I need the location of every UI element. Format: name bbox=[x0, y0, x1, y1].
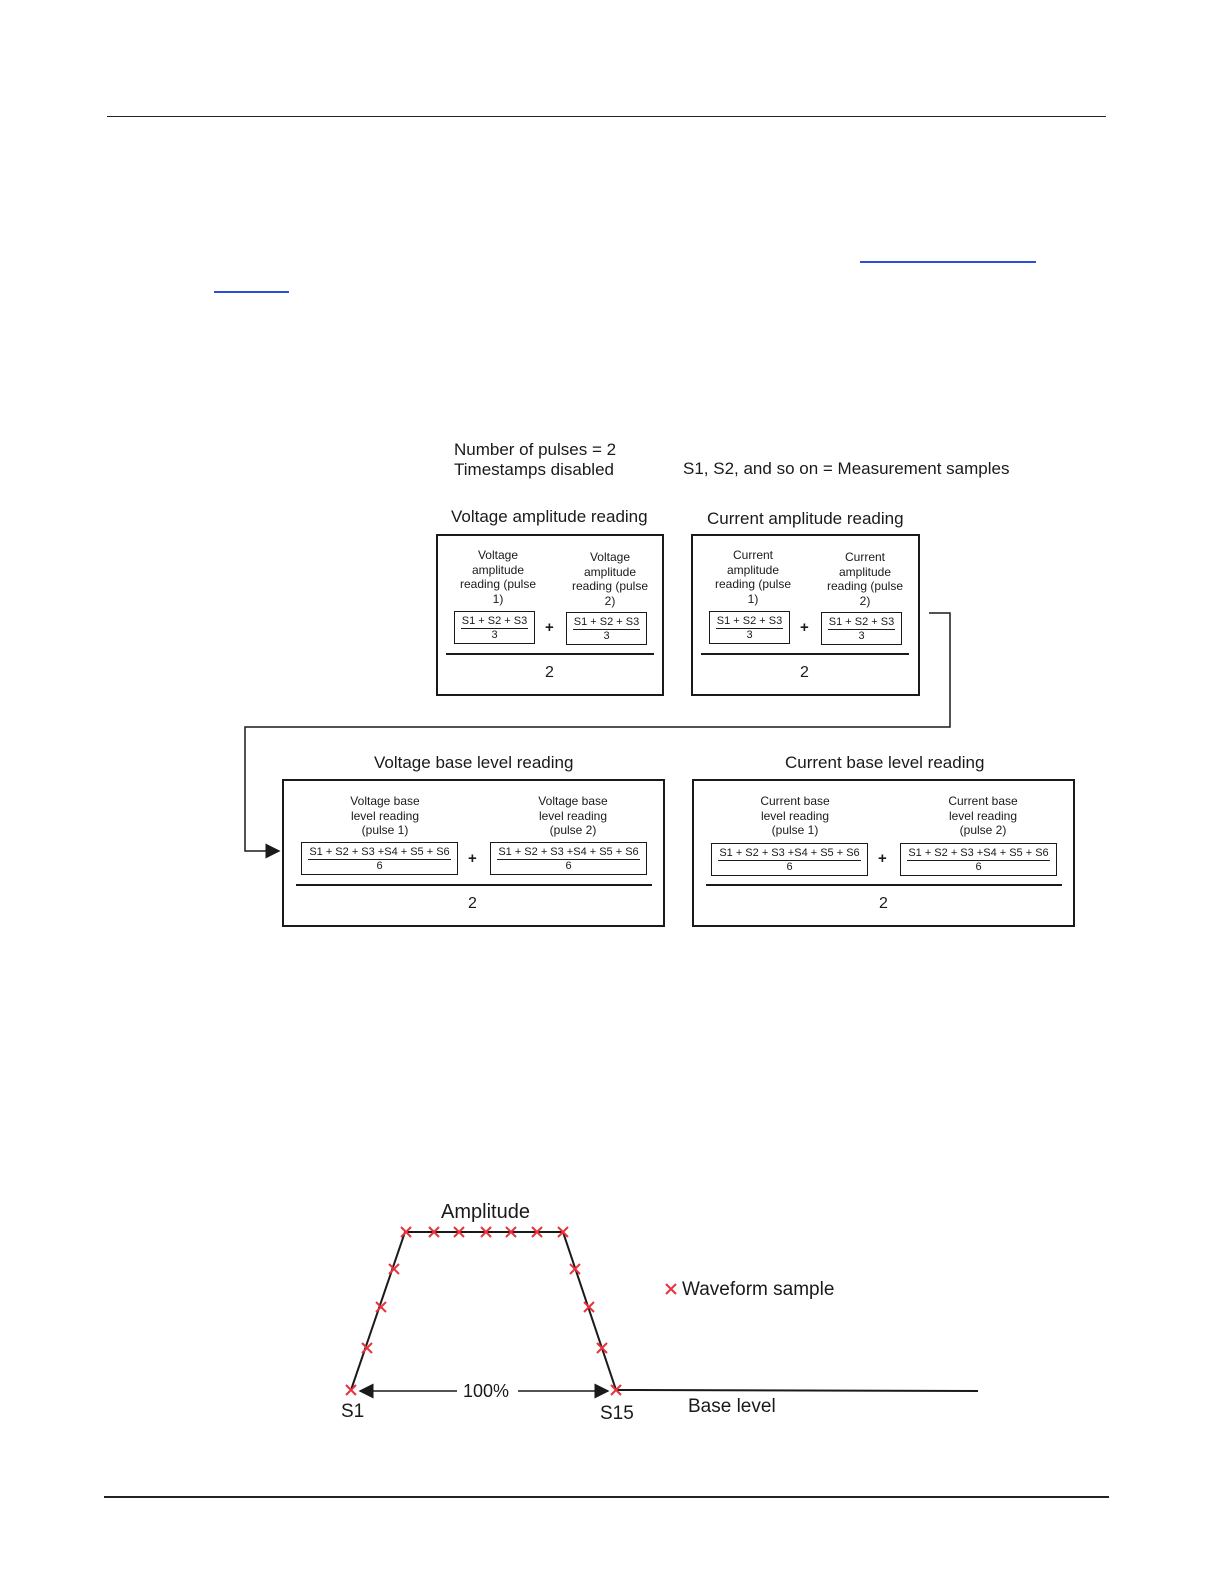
current-amplitude-divisor: 2 bbox=[800, 664, 809, 681]
sample-marker-14 bbox=[596, 1342, 608, 1354]
current-base-plus: + bbox=[878, 850, 887, 867]
sample-marker-4 bbox=[388, 1263, 400, 1275]
current-base-pulse1-label: Current base level reading (pulse 1) bbox=[760, 794, 830, 837]
sample-marker-9 bbox=[505, 1226, 517, 1238]
current-amplitude-pulse1-label: Current amplitude reading (pulse 1) bbox=[714, 548, 792, 606]
voltage-amplitude-plus: + bbox=[545, 619, 554, 636]
voltage-base-pulse1-label: Voltage base level reading (pulse 1) bbox=[350, 794, 420, 837]
sample-marker-6 bbox=[428, 1226, 440, 1238]
sample-marker-15 bbox=[610, 1384, 622, 1396]
voltage-base-division-bar bbox=[296, 884, 652, 886]
sample-marker-12 bbox=[569, 1263, 581, 1275]
voltage-base-box bbox=[282, 779, 665, 927]
voltage-amplitude-division-bar bbox=[446, 653, 654, 655]
voltage-amplitude-title: Voltage amplitude reading bbox=[451, 507, 648, 526]
sample-marker-3 bbox=[375, 1301, 387, 1313]
current-base-box bbox=[692, 779, 1075, 927]
sample-marker-11 bbox=[557, 1226, 569, 1238]
voltage-amplitude-pulse1-label: Voltage amplitude reading (pulse 1) bbox=[459, 548, 537, 606]
voltage-amplitude-divisor: 2 bbox=[545, 664, 554, 681]
sample-marker-5 bbox=[400, 1226, 412, 1238]
voltage-amplitude-pulse2-label: Voltage amplitude reading (pulse 2) bbox=[571, 550, 649, 608]
sample-marker-10 bbox=[531, 1226, 543, 1238]
sample-marker-7 bbox=[453, 1226, 465, 1238]
cross-reference-link-continued[interactable] bbox=[214, 291, 289, 293]
samples-note: S1, S2, and so on = Measurement samples bbox=[683, 459, 1010, 478]
base-level-label: Base level bbox=[688, 1396, 776, 1417]
sample-marker-1 bbox=[345, 1384, 357, 1396]
voltage-base-plus: + bbox=[468, 850, 477, 867]
sample-marker-2 bbox=[361, 1342, 373, 1354]
cross-reference-link[interactable] bbox=[860, 261, 1036, 263]
sample-marker-8 bbox=[480, 1226, 492, 1238]
current-base-title: Current base level reading bbox=[785, 753, 985, 772]
voltage-amplitude-box bbox=[436, 534, 664, 696]
sample-marker-13 bbox=[583, 1301, 595, 1313]
timestamps-label: Timestamps disabled bbox=[454, 460, 614, 479]
voltage-base-title: Voltage base level reading bbox=[374, 753, 574, 772]
end-sample-label: S15 bbox=[600, 1403, 634, 1424]
current-amplitude-box bbox=[691, 534, 920, 696]
flow-connector-path bbox=[244, 612, 951, 859]
current-base-division-bar bbox=[706, 884, 1062, 886]
header-rule bbox=[107, 116, 1106, 117]
current-amplitude-division-bar bbox=[701, 653, 909, 655]
current-base-divisor: 2 bbox=[879, 895, 888, 912]
width-label: 100% bbox=[463, 1381, 510, 1401]
current-amplitude-pulse2-label: Current amplitude reading (pulse 2) bbox=[826, 550, 904, 608]
legend-label: Waveform sample bbox=[682, 1279, 835, 1300]
voltage-base-divisor: 2 bbox=[468, 895, 477, 912]
pulses-label: Number of pulses = 2 bbox=[454, 440, 617, 459]
start-sample-label: S1 bbox=[341, 1401, 365, 1422]
current-base-pulse2-label: Current base level reading (pulse 2) bbox=[948, 794, 1018, 837]
sample-markers bbox=[345, 1226, 622, 1396]
voltage-base-pulse2-label: Voltage base level reading (pulse 2) bbox=[538, 794, 608, 837]
current-amplitude-plus: + bbox=[800, 619, 809, 636]
footer-rule bbox=[104, 1496, 1109, 1498]
amplitude-label: Amplitude bbox=[441, 1201, 530, 1223]
waveform-trace bbox=[350, 1231, 979, 1392]
legend-marker bbox=[665, 1283, 677, 1295]
current-amplitude-title: Current amplitude reading bbox=[707, 509, 904, 528]
